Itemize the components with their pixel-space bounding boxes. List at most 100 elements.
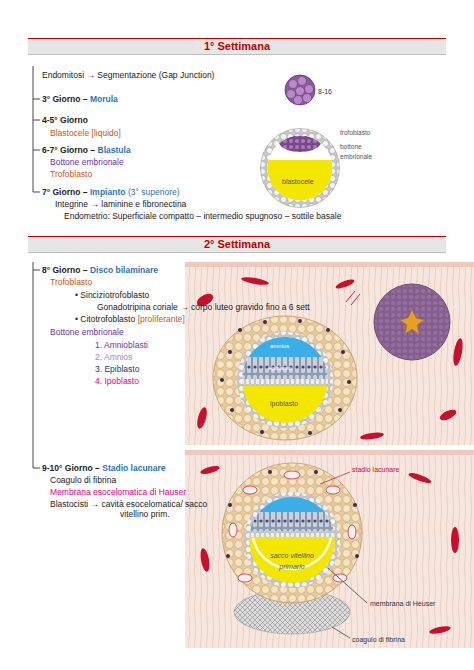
nucleus xyxy=(338,408,342,412)
primary-yolk-sac xyxy=(245,537,340,587)
note-text: 2. Amnios xyxy=(95,352,132,362)
day-heading: 8° Giorno – xyxy=(42,265,87,275)
vessel xyxy=(335,278,356,290)
section-band: 2° Settimana xyxy=(28,236,446,253)
trophoblast-outline xyxy=(261,129,340,208)
day-heading: Morula xyxy=(90,94,118,104)
figure-label: amnios xyxy=(270,343,289,349)
figure-label: epiblasto xyxy=(268,365,292,371)
note-text: Bottone embrionale xyxy=(50,327,124,337)
blastocoel xyxy=(240,386,330,430)
text-line: 1. Amnioblasti xyxy=(95,340,148,350)
nucleus xyxy=(228,350,232,354)
text-line: • Citotrofoblasto[proliferante] xyxy=(75,314,185,324)
timeline-bracket xyxy=(33,262,40,468)
day-heading: 9-10° Giorno – xyxy=(42,463,100,473)
text-line: 6-7° Giorno –Blastula xyxy=(42,145,131,155)
vessel xyxy=(438,408,458,423)
lacuna xyxy=(284,471,300,479)
nucleus xyxy=(308,431,312,435)
nucleus xyxy=(355,554,359,558)
text-line: ipoblasto xyxy=(270,398,298,409)
syncytiotrophoblast xyxy=(222,463,362,603)
blastomere xyxy=(303,94,312,103)
vessel xyxy=(200,465,221,476)
text-line: blastocele xyxy=(282,176,314,187)
day-heading: 6-7° Giorno – xyxy=(42,145,95,155)
heuser-membrane xyxy=(253,538,331,569)
note-text: Blastocisti → cavità esocelomatica/ sacc… xyxy=(50,499,207,519)
text-line: 8-16 xyxy=(318,86,332,97)
note-text: 1. Amnioblasti xyxy=(95,340,148,350)
note-text: 3. Epiblasto xyxy=(95,364,139,374)
day-heading: 7° Giorno – xyxy=(42,187,87,197)
blastomere xyxy=(305,85,314,94)
trophoblast-ring xyxy=(264,132,336,204)
lacuna xyxy=(348,525,356,539)
leader-line xyxy=(332,627,350,638)
text-line: 9-10° Giorno –Stadio lacunare xyxy=(42,463,166,473)
text-line: 3. Epiblasto xyxy=(95,364,139,374)
vessel-lines xyxy=(346,291,360,305)
nucleus xyxy=(228,503,232,507)
figure-label: trofoblasto xyxy=(340,129,370,136)
inset-texture xyxy=(375,285,449,359)
note-text: Blastocele [liquido] xyxy=(50,128,121,138)
nucleus xyxy=(314,470,318,474)
vessels xyxy=(195,276,465,441)
nucleus xyxy=(298,319,302,323)
note-text: (3° superiore) xyxy=(128,187,180,197)
syncytial-nuclei xyxy=(220,319,351,435)
note-text: Trofoblasto xyxy=(50,277,92,287)
epiblast xyxy=(245,512,340,531)
text-line: stadio lacunare xyxy=(352,464,399,475)
figure-label: sacco vitellino primario xyxy=(270,552,314,570)
vessel xyxy=(199,547,211,572)
cytotrophoblast xyxy=(244,492,340,588)
text-line: 4. Ipoblasto xyxy=(95,376,139,386)
text-line: 3° Giorno –Morula xyxy=(42,94,118,104)
text-line: trofoblasto xyxy=(340,127,370,137)
epithelium xyxy=(185,450,474,455)
syncytiotrophoblast xyxy=(213,316,357,440)
nucleus xyxy=(353,503,357,507)
morula xyxy=(285,75,315,105)
text-line: 4-5° Giorno xyxy=(42,115,88,125)
figure-label: bottone embrionale xyxy=(340,143,372,160)
figure-label: stadio lacunare xyxy=(352,466,399,473)
note-text: Endomitosi → Segmentazione (Gap Junction… xyxy=(42,70,214,80)
text-line: amnios xyxy=(270,340,289,351)
figure-label: coagulo di fibrina xyxy=(352,636,405,643)
note-text: • Sinciziotrofoblasto xyxy=(75,290,149,300)
nucleus xyxy=(226,554,230,558)
lacuna xyxy=(238,574,252,582)
note-text: • Citotrofoblasto xyxy=(75,314,135,324)
text-line: bottone embrionale xyxy=(340,141,388,161)
note-text: 4. Ipoblasto xyxy=(95,376,139,386)
nucleus xyxy=(341,350,345,354)
text-line: 8° Giorno –Disco bilaminare xyxy=(42,265,158,275)
blastocyst-spot xyxy=(400,310,424,334)
blastomere xyxy=(294,96,303,105)
text-line: Endometrio: Superficiale compatto – inte… xyxy=(64,211,341,221)
vessel xyxy=(360,431,385,440)
hypoblast xyxy=(245,531,340,537)
text-line: epiblasto xyxy=(268,362,292,373)
text-line: • Sinciziotrofoblasto xyxy=(75,290,149,300)
hypoblast xyxy=(240,379,330,386)
vessel xyxy=(429,625,452,635)
blastomere xyxy=(289,80,298,89)
timeline-bracket xyxy=(33,66,40,192)
text-line: Trofoblasto xyxy=(50,277,92,287)
nucleus xyxy=(268,470,272,474)
epiblast xyxy=(240,357,330,379)
text-line: Coagulo di fibrina xyxy=(50,475,116,485)
blastomere xyxy=(296,87,305,96)
text-line: 7° Giorno –Impianto(3° superiore) xyxy=(42,187,180,197)
nucleus xyxy=(220,378,224,382)
day-heading: 4-5° Giorno xyxy=(42,115,88,125)
day-heading: Stadio lacunare xyxy=(102,463,165,473)
section-heading: 1° Settimana xyxy=(28,39,446,53)
epithelium xyxy=(185,262,474,267)
nucleus xyxy=(263,320,267,324)
